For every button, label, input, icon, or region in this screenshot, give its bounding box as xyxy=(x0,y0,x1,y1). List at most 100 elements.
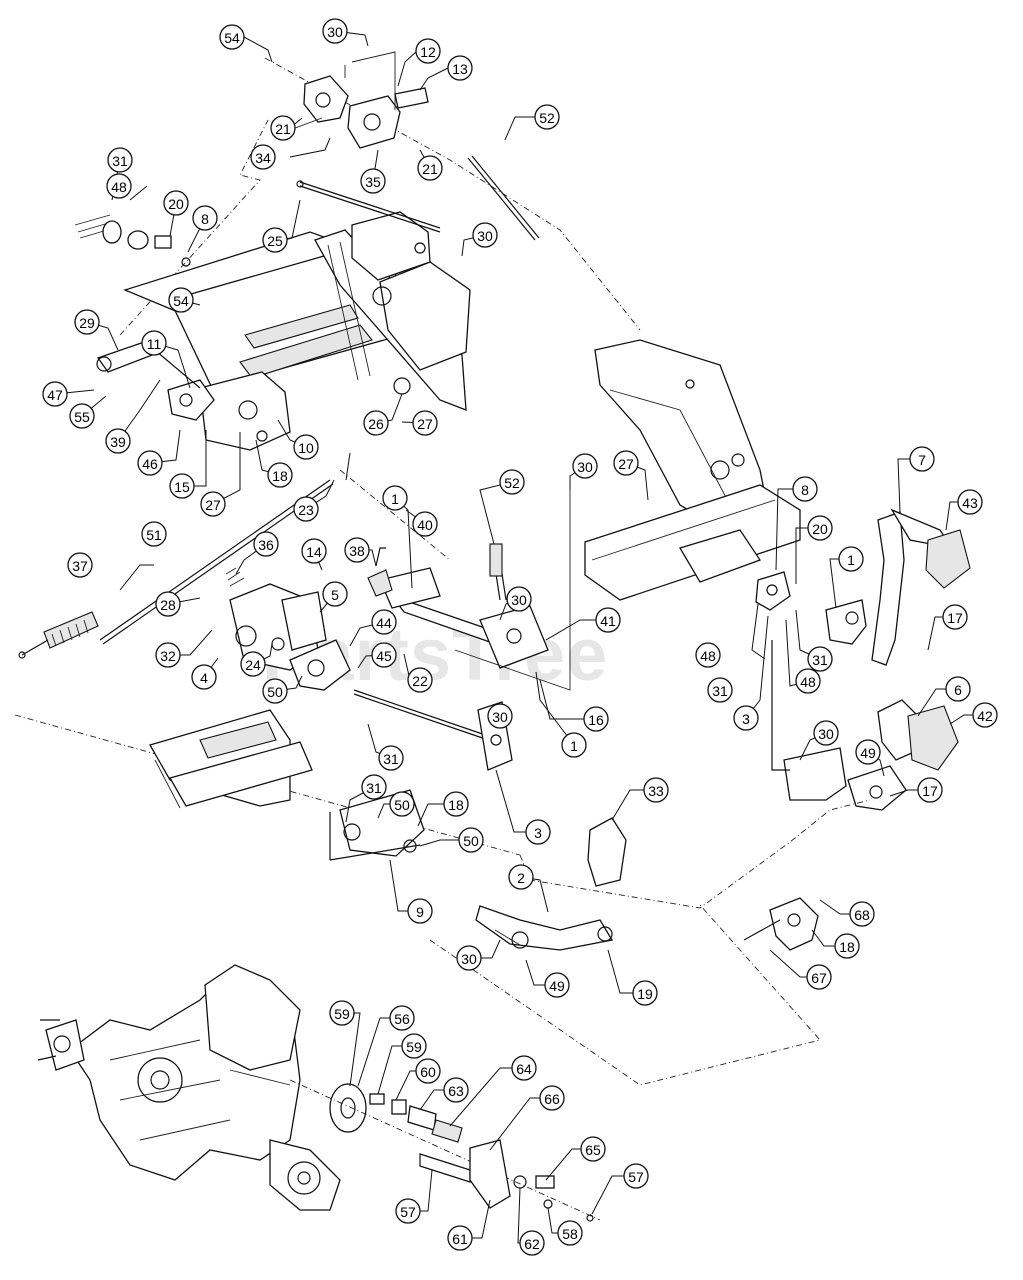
callout-circle xyxy=(557,1220,583,1246)
callout-number: 50 xyxy=(394,797,410,813)
callout-circle xyxy=(838,546,864,572)
callout-63: 63 xyxy=(443,1077,469,1103)
callout-number: 18 xyxy=(272,468,288,484)
callout-circle xyxy=(695,642,721,668)
callout-number: 35 xyxy=(365,174,381,190)
callout-circle xyxy=(267,462,293,488)
callout-circle xyxy=(580,1136,606,1162)
callout-number: 28 xyxy=(160,597,176,613)
callout-number: 62 xyxy=(524,1236,540,1252)
callout-30: 30 xyxy=(322,18,348,44)
callout-circle xyxy=(412,511,438,537)
callout-30: 30 xyxy=(456,945,482,971)
callout-number: 67 xyxy=(811,970,827,986)
callout-number: 13 xyxy=(452,61,468,77)
callout-number: 31 xyxy=(712,683,728,699)
callout-33: 33 xyxy=(643,777,669,803)
callout-circle xyxy=(806,964,832,990)
callout-68: 68 xyxy=(849,901,875,927)
callout-65: 65 xyxy=(580,1136,606,1162)
callout-circle xyxy=(329,1000,355,1026)
callout-number: 63 xyxy=(448,1083,464,1099)
callout-circle xyxy=(917,777,943,803)
callout-circle xyxy=(344,537,370,563)
callout-number: 57 xyxy=(400,1204,416,1220)
callout-circle xyxy=(534,104,560,130)
callout-number: 30 xyxy=(577,459,593,475)
callout-4: 4 xyxy=(191,664,217,690)
callout-number: 29 xyxy=(79,315,95,331)
callout-62: 62 xyxy=(519,1230,545,1256)
callout-number: 59 xyxy=(406,1039,422,1055)
callout-circle xyxy=(363,410,389,436)
callout-number: 55 xyxy=(74,409,90,425)
callout-32: 32 xyxy=(155,642,181,668)
callout-number: 50 xyxy=(463,833,479,849)
callout-number: 19 xyxy=(637,986,653,1002)
callout-36: 36 xyxy=(253,531,279,557)
callout-circle xyxy=(168,287,194,313)
callout-circle xyxy=(219,24,245,50)
callout-circle xyxy=(643,777,669,803)
callout-circle xyxy=(371,642,397,668)
callout-30: 30 xyxy=(487,703,513,729)
callout-number: 1 xyxy=(847,552,855,568)
callout-circle xyxy=(511,1055,537,1081)
callout-circle xyxy=(250,144,276,170)
callout-number: 30 xyxy=(477,228,493,244)
callout-44: 44 xyxy=(371,609,397,635)
callout-circle xyxy=(155,642,181,668)
callout-30: 30 xyxy=(506,586,532,612)
callout-38: 38 xyxy=(344,537,370,563)
callout-54: 54 xyxy=(219,24,245,50)
callout-circle xyxy=(945,676,971,702)
callout-31: 31 xyxy=(807,646,833,672)
callout-number: 64 xyxy=(516,1061,532,1077)
callout-circle xyxy=(456,945,482,971)
callout-circle xyxy=(499,469,525,495)
callout-number: 25 xyxy=(267,233,283,249)
callout-3: 3 xyxy=(733,705,759,731)
callout-number: 27 xyxy=(205,497,221,513)
callout-28: 28 xyxy=(155,591,181,617)
callout-number: 31 xyxy=(383,751,399,767)
callout-number: 5 xyxy=(331,587,339,603)
callout-circle xyxy=(270,115,296,141)
callout-number: 32 xyxy=(160,648,176,664)
callout-50: 50 xyxy=(389,791,415,817)
callout-number: 27 xyxy=(618,456,634,472)
callout-number: 34 xyxy=(255,150,271,166)
callout-circle xyxy=(909,446,935,472)
callout-number: 21 xyxy=(275,121,291,137)
callout-19: 19 xyxy=(632,980,658,1006)
callout-31: 31 xyxy=(361,774,387,800)
callout-circle xyxy=(415,38,441,64)
callout-26: 26 xyxy=(363,410,389,436)
callout-number: 9 xyxy=(416,904,424,920)
callout-25: 25 xyxy=(262,227,288,253)
callout-number: 1 xyxy=(570,738,578,754)
callout-circle xyxy=(792,476,818,502)
callout-20: 20 xyxy=(807,515,833,541)
callout-52: 52 xyxy=(534,104,560,130)
callout-64: 64 xyxy=(511,1055,537,1081)
callout-circle xyxy=(834,933,860,959)
callout-45: 45 xyxy=(371,642,397,668)
callout-number: 48 xyxy=(700,648,716,664)
callout-39: 39 xyxy=(105,428,131,454)
callout-34: 34 xyxy=(250,144,276,170)
callout-27: 27 xyxy=(200,491,226,517)
callout-circle xyxy=(855,739,881,765)
callout-number: 2 xyxy=(517,870,525,886)
callout-57: 57 xyxy=(623,1163,649,1189)
callout-13: 13 xyxy=(447,55,473,81)
callout-circle xyxy=(807,646,833,672)
callout-circle xyxy=(613,450,639,476)
callout-circle xyxy=(137,450,163,476)
callout-circle xyxy=(623,1163,649,1189)
callout-number: 52 xyxy=(504,475,520,491)
callout-1: 1 xyxy=(561,732,587,758)
callout-16: 16 xyxy=(583,706,609,732)
callout-circle xyxy=(395,1198,421,1224)
